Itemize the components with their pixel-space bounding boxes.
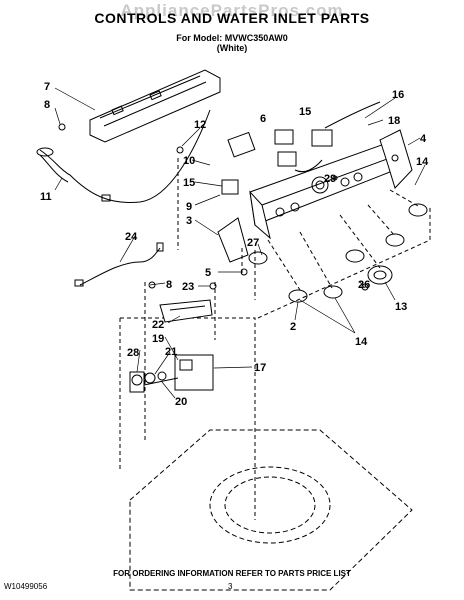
model-line: For Model: MVWC350AW0 [176,33,288,43]
callout-19: 19 [152,333,164,345]
doc-number: W10499056 [4,582,48,591]
console-part [249,141,399,240]
callout-7: 7 [44,81,50,93]
callout-15b: 15 [183,177,195,189]
knob-parts [248,203,428,303]
callout-18: 18 [388,115,400,127]
callout-4: 4 [420,133,427,145]
callout-26: 26 [358,279,370,291]
callout-8b: 8 [166,279,172,291]
end-cap-left-part [217,217,249,263]
screw-parts [58,123,369,291]
end-cap-right-part [379,129,413,189]
callout-21: 21 [165,346,177,358]
callout-9: 9 [186,201,192,213]
callout-22: 22 [152,319,164,331]
callout-15: 15 [299,106,311,118]
page-title: CONTROLS AND WATER INLET PARTS [94,10,370,26]
cabinet-top-outline [129,429,413,591]
callout-3: 3 [186,215,192,227]
callout-29: 29 [324,173,336,185]
callout-2: 2 [290,321,296,333]
callout-27: 27 [247,237,259,249]
water-valve-part [129,354,214,393]
ordering-info: FOR ORDERING INFORMATION REFER TO PARTS … [113,569,351,578]
callout-5: 5 [205,267,211,279]
wire-harness-part [36,109,211,204]
color-line: (White) [216,43,248,53]
callout-6: 6 [260,113,266,125]
callout-23: 23 [182,281,194,293]
callout-13: 13 [395,301,407,313]
callout-28: 28 [127,347,139,359]
watermark: AppliancePartsPros.com [120,1,344,20]
callout-24: 24 [125,231,138,243]
switch-parts [221,129,333,195]
callout-16: 16 [392,89,404,101]
callout-12: 12 [194,119,206,131]
callout-20: 20 [175,396,187,408]
callout-8: 8 [44,99,50,111]
rear-panel-part [89,69,221,143]
callout-10: 10 [183,155,195,167]
callout-14b: 14 [355,336,368,348]
callout-11: 11 [40,191,52,203]
bracket-part [159,299,213,323]
part-callouts: 7 8 6 15 16 12 18 4 10 14 11 15 29 9 3 2… [40,81,429,408]
wire-harness-24-part [74,242,164,287]
callout-17: 17 [254,362,266,374]
callout-14a: 14 [416,156,429,168]
page-number: 3 [228,582,233,591]
